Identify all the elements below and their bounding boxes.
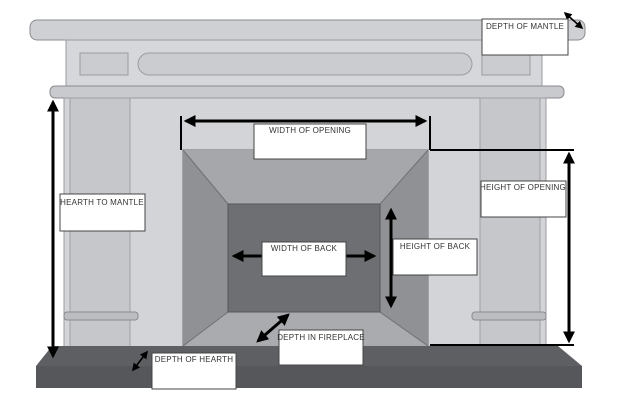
frieze-right-panel xyxy=(481,52,531,76)
hearth-front xyxy=(36,366,582,388)
left-pillar-ring xyxy=(63,311,139,321)
label-depth-of-hearth: DEPTH OF HEARTH xyxy=(151,352,237,390)
label-width-of-back: WIDTH OF BACK xyxy=(261,241,347,277)
label-depth-in-fireplace: DEPTH IN FIREPLACE xyxy=(277,329,365,366)
mantle-ledge xyxy=(49,85,565,99)
label-height-of-opening-text: HEIGHT OF OPENING xyxy=(480,183,566,192)
label-depth-in-fireplace-text: DEPTH IN FIREPLACE xyxy=(277,333,365,342)
depth-in-fireplace-arrow xyxy=(256,313,290,343)
label-height-of-back-text: HEIGHT OF BACK xyxy=(400,242,471,251)
frieze-left-panel xyxy=(79,52,129,76)
right-pillar xyxy=(479,97,541,349)
label-width-of-back-text: WIDTH OF BACK xyxy=(271,244,338,253)
frieze-center-panel xyxy=(137,52,473,76)
label-hearth-to-mantle-text: HEARTH TO MANTLE xyxy=(60,198,144,207)
label-depth-of-hearth-text: DEPTH OF HEARTH xyxy=(155,355,233,364)
label-height-of-back: HEIGHT OF BACK xyxy=(392,238,478,276)
opening-floor xyxy=(183,312,428,346)
right-pillar-ring xyxy=(471,311,547,321)
label-depth-of-mantle: DEPTH OF MANTLE xyxy=(481,18,569,56)
label-hearth-to-mantle: HEARTH TO MANTLE xyxy=(59,193,146,232)
label-width-of-opening-text: WIDTH OF OPENING xyxy=(269,126,351,135)
opening-top-wall xyxy=(183,150,428,204)
label-width-of-opening: WIDTH OF OPENING xyxy=(253,123,367,160)
depth-of-hearth-arrow xyxy=(132,350,148,372)
opening-left-wall xyxy=(183,150,228,346)
depth-of-mantle-arrow xyxy=(563,11,584,30)
label-depth-of-mantle-text: DEPTH OF MANTLE xyxy=(486,22,564,31)
label-height-of-opening: HEIGHT OF OPENING xyxy=(480,180,567,218)
